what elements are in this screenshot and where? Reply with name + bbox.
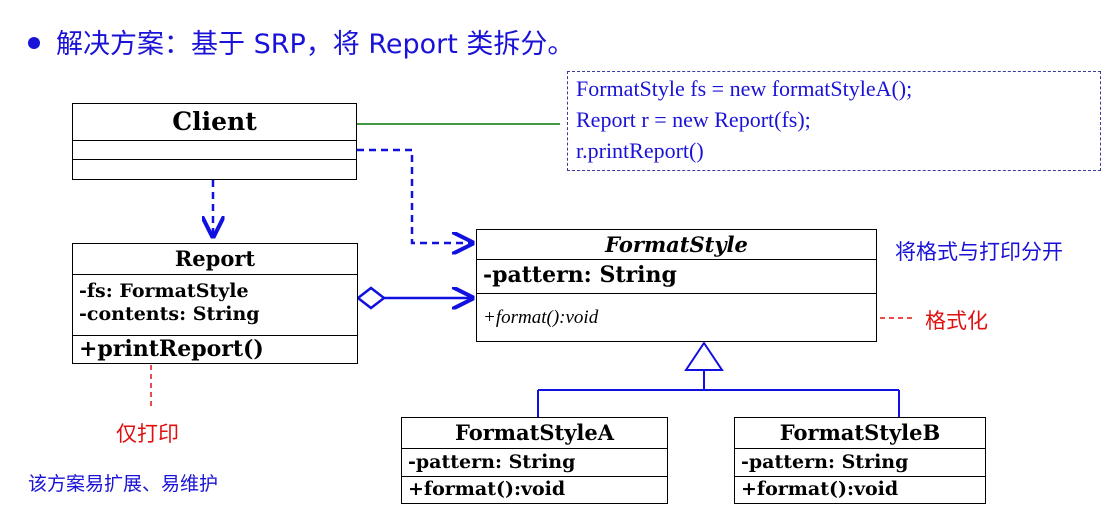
formatstyle-operation-format: +format():void — [483, 307, 599, 328]
formatstyle-b-operations-section: +format():void — [735, 476, 985, 502]
formatstyle-attribute-pattern: -pattern: String — [483, 262, 677, 288]
formatstyle-a-attributes-section: -pattern: String — [402, 448, 667, 476]
note-summary: 该方案易扩展、易维护 — [28, 473, 219, 495]
formatstyle-attributes-section: -pattern: String — [477, 259, 876, 293]
formatstyle-a-class: FormatStyleA -pattern: String +format():… — [401, 417, 668, 504]
formatstyle-class-name: FormatStyle — [605, 232, 748, 257]
code-line-1: FormatStyle fs = new formatStyleA(); — [576, 76, 913, 101]
bullet-icon — [28, 36, 40, 49]
client-formatstyle-dependency — [357, 148, 472, 243]
note-separate: 将格式与打印分开 — [895, 240, 1063, 264]
report-operation-printreport: +printReport() — [79, 336, 264, 362]
code-line-2: Report r = new Report(fs); — [576, 107, 811, 132]
formatstyle-a-class-name: FormatStyleA — [454, 420, 615, 445]
heading-text: 解决方案：基于 SRP，将 Report 类拆分。 — [56, 29, 575, 60]
formatstyle-operations-section: +format():void — [477, 293, 876, 341]
note-format: 格式化 — [925, 309, 988, 333]
slide-heading: 解决方案：基于 SRP，将 Report 类拆分。 — [28, 22, 574, 61]
inheritance-triangle — [684, 341, 724, 371]
formatstyle-b-class-name: FormatStyleB — [779, 420, 941, 445]
formatstyle-a-operation-format: +format():void — [408, 478, 566, 500]
formatstyle-b-attribute-pattern: -pattern: String — [741, 451, 909, 473]
aggregation-diamond — [355, 286, 387, 310]
code-line-3: r.printReport() — [576, 138, 704, 163]
report-attributes-section: -fs: FormatStyle -contents: String — [73, 274, 357, 335]
note-print-only: 仅打印 — [116, 422, 179, 446]
report-attribute-contents: -contents: String — [79, 303, 260, 325]
report-class: Report -fs: FormatStyle -contents: Strin… — [72, 243, 358, 364]
report-attribute-fs: -fs: FormatStyle — [79, 280, 249, 302]
formatstyle-class: FormatStyle -pattern: String +format():v… — [476, 229, 877, 342]
report-class-name: Report — [174, 246, 256, 271]
formatstyle-b-attributes-section: -pattern: String — [735, 448, 985, 476]
client-operations-section — [73, 159, 356, 178]
client-class-name: Client — [172, 107, 257, 136]
formatstyle-b-class: FormatStyleB -pattern: String +format():… — [734, 417, 986, 504]
client-attributes-section — [73, 140, 356, 159]
report-operations-section: +printReport() — [73, 335, 357, 363]
client-class: Client — [72, 103, 357, 180]
code-note-box: FormatStyle fs = new formatStyleA(); Rep… — [567, 71, 1101, 171]
formatstyle-a-attribute-pattern: -pattern: String — [408, 451, 576, 473]
formatstyle-a-operations-section: +format():void — [402, 476, 667, 502]
formatstyle-b-operation-format: +format():void — [741, 478, 899, 500]
